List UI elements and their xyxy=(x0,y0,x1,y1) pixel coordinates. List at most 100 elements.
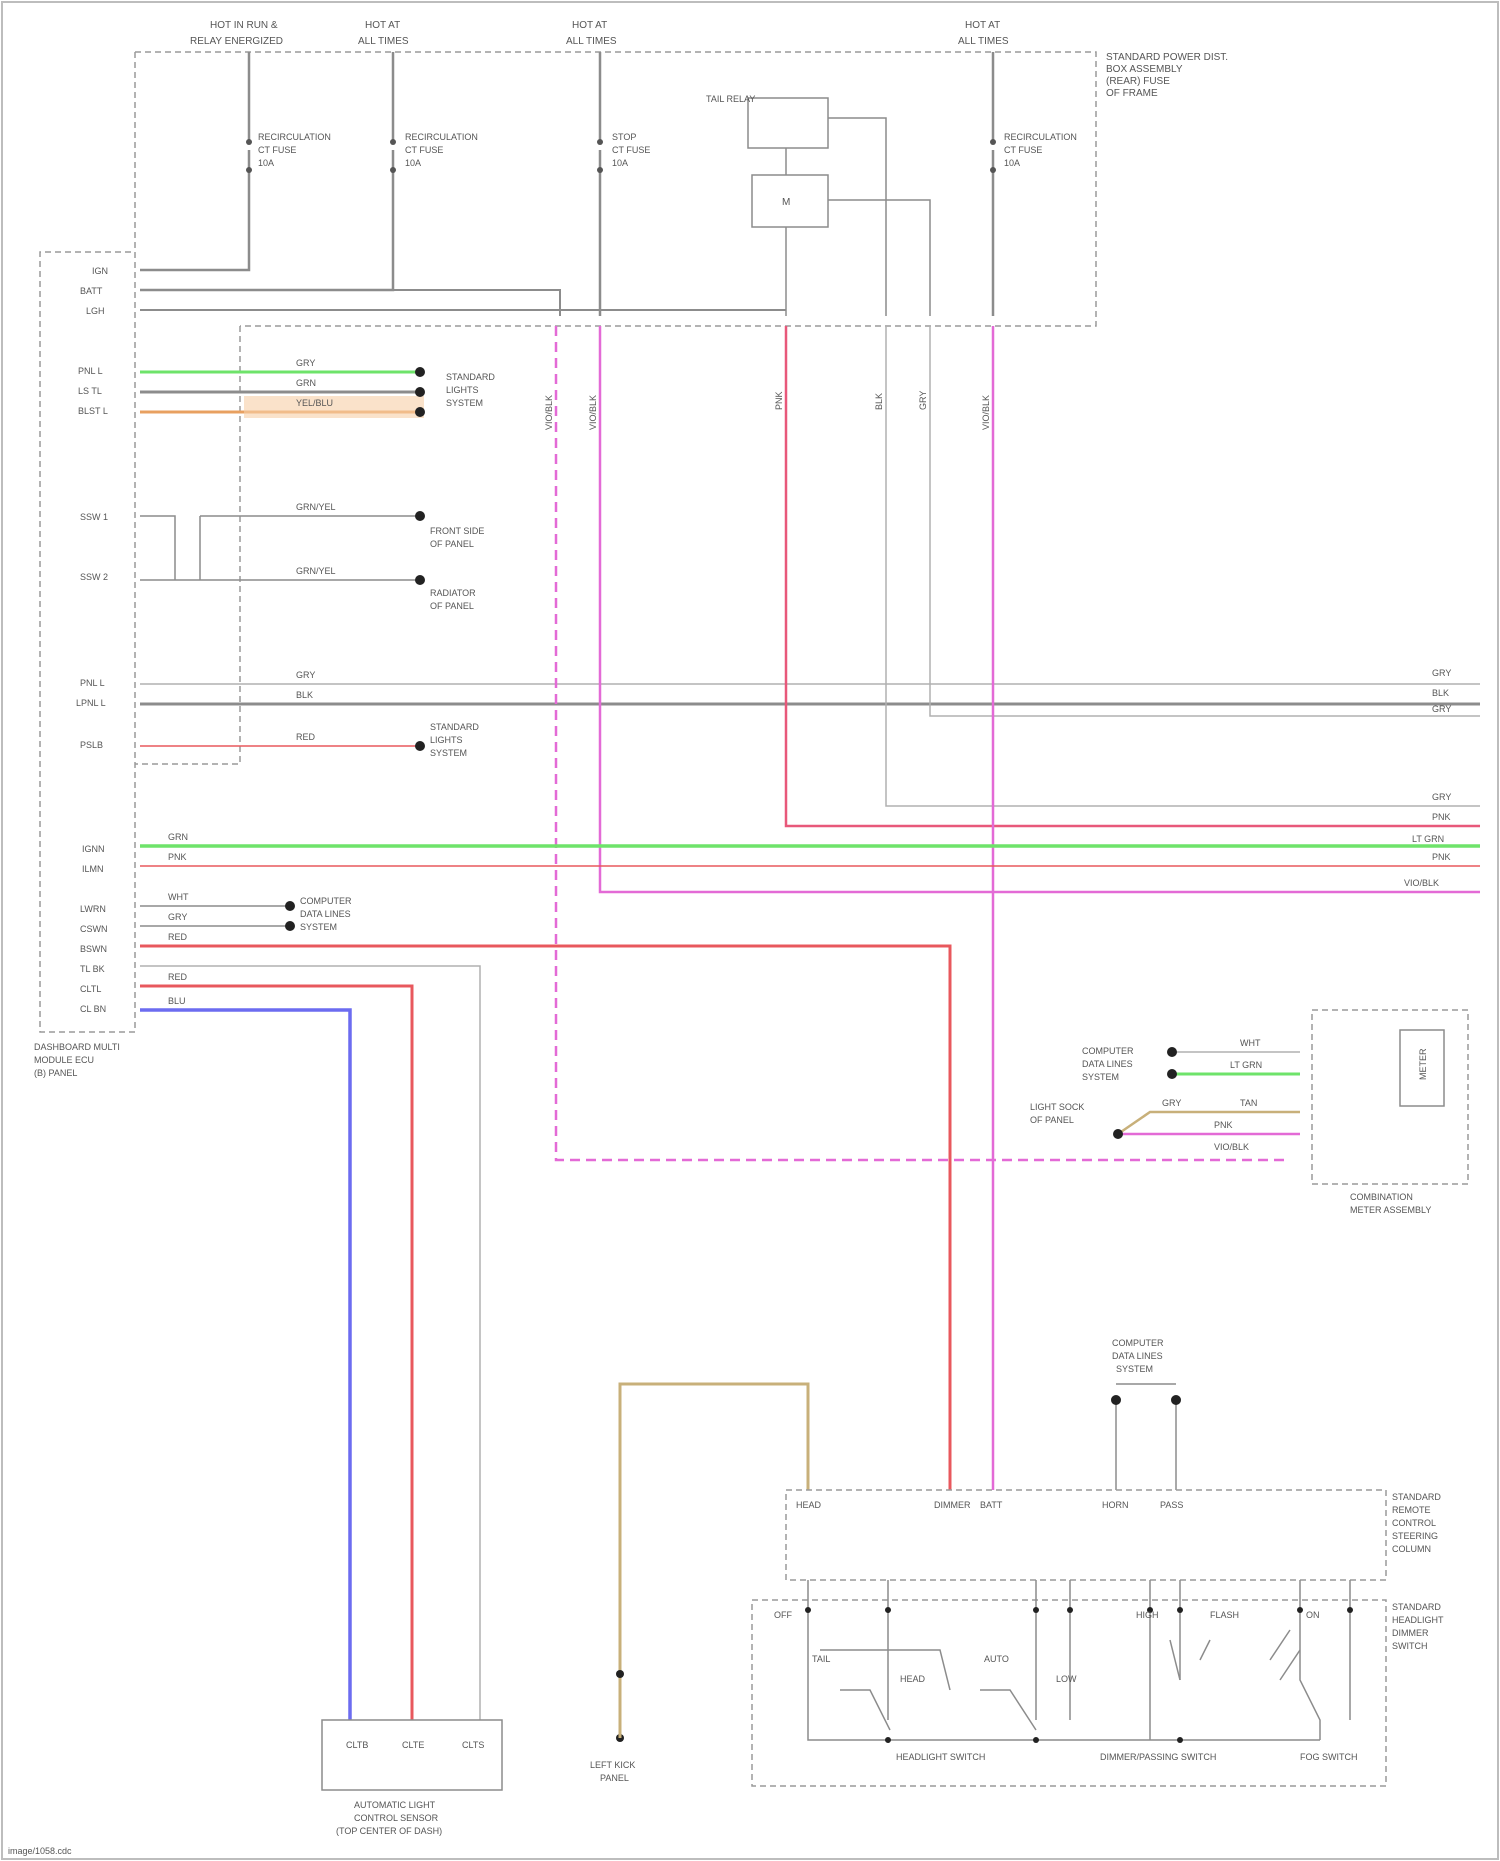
svg-text:ON: ON xyxy=(1306,1610,1320,1620)
long-bus-labels: GRN PNK WHT GRY RED RED BLU xyxy=(168,832,189,1006)
svg-text:OF PANEL: OF PANEL xyxy=(1030,1115,1074,1125)
svg-text:COMPUTER: COMPUTER xyxy=(1112,1338,1164,1348)
fuse-feeds xyxy=(140,52,993,316)
switch-contact-dots xyxy=(805,1607,1353,1743)
svg-text:BLST L: BLST L xyxy=(78,406,108,416)
box-vertical-wires xyxy=(556,326,1480,1490)
svg-text:CLTS: CLTS xyxy=(462,1740,484,1750)
svg-text:SWITCH: SWITCH xyxy=(1392,1641,1428,1651)
svg-text:LWRN: LWRN xyxy=(80,904,106,914)
harness-caption: STANDARD REMOTE CONTROL STEERING COLUMN xyxy=(1392,1492,1441,1554)
svg-text:HEAD: HEAD xyxy=(900,1674,926,1684)
svg-text:GRY: GRY xyxy=(1162,1098,1181,1108)
svg-text:TAN: TAN xyxy=(1240,1098,1257,1108)
svg-text:LT GRN: LT GRN xyxy=(1230,1060,1262,1070)
svg-text:PNK: PNK xyxy=(168,852,187,862)
svg-text:PNL L: PNL L xyxy=(80,678,105,688)
svg-text:LIGHTS: LIGHTS xyxy=(446,385,479,395)
data-line-target: COMPUTER DATA LINES SYSTEM xyxy=(300,896,352,932)
svg-text:10A: 10A xyxy=(612,158,628,168)
left-block-wires xyxy=(140,372,1480,746)
svg-text:BATT: BATT xyxy=(980,1500,1003,1510)
junction-box-outline xyxy=(135,52,1096,326)
svg-text:HOT IN RUN &: HOT IN RUN & xyxy=(210,20,278,31)
svg-text:GRN/YEL: GRN/YEL xyxy=(296,502,336,512)
svg-text:(REAR) FUSE: (REAR) FUSE xyxy=(1106,76,1170,87)
svg-text:IGNN: IGNN xyxy=(82,844,105,854)
svg-text:CLTE: CLTE xyxy=(402,1740,424,1750)
light-sensor-caption: AUTOMATIC LIGHT CONTROL SENSOR (TOP CENT… xyxy=(336,1800,442,1836)
tail-relay-inner: M xyxy=(782,197,790,208)
svg-text:(TOP CENTER OF DASH): (TOP CENTER OF DASH) xyxy=(336,1826,442,1836)
svg-text:GRY: GRY xyxy=(1432,792,1451,802)
svg-text:RECIRCULATION: RECIRCULATION xyxy=(258,132,331,142)
svg-text:PASS: PASS xyxy=(1160,1500,1183,1510)
svg-text:TAIL: TAIL xyxy=(812,1654,830,1664)
svg-text:SYSTEM: SYSTEM xyxy=(430,748,467,758)
tail-relay-label: TAIL RELAY xyxy=(706,94,755,104)
svg-text:BLK: BLK xyxy=(296,690,313,700)
svg-text:RED: RED xyxy=(168,972,188,982)
svg-text:STANDARD: STANDARD xyxy=(1392,1492,1441,1502)
ground-terminal-top xyxy=(616,1670,624,1678)
svg-text:FRONT SIDE: FRONT SIDE xyxy=(430,526,484,536)
svg-text:LT GRN: LT GRN xyxy=(1412,834,1444,844)
svg-text:WHT: WHT xyxy=(1240,1038,1261,1048)
svg-text:COMBINATION: COMBINATION xyxy=(1350,1192,1413,1202)
svg-text:STEERING: STEERING xyxy=(1392,1531,1438,1541)
svg-text:HOT AT: HOT AT xyxy=(965,20,1000,31)
harness-outline xyxy=(786,1490,1386,1580)
svg-text:HEADLIGHT SWITCH: HEADLIGHT SWITCH xyxy=(896,1752,985,1762)
svg-text:STOP: STOP xyxy=(612,132,636,142)
svg-text:STANDARD POWER DIST.: STANDARD POWER DIST. xyxy=(1106,52,1228,63)
svg-text:BLK: BLK xyxy=(1432,688,1449,698)
svg-text:GRY: GRY xyxy=(296,670,315,680)
switch-data-wires xyxy=(1116,1384,1176,1490)
data-line-terminals xyxy=(285,901,295,931)
svg-text:PNK: PNK xyxy=(1432,812,1451,822)
switch-caption: STANDARD HEADLIGHT DIMMER SWITCH xyxy=(1392,1602,1444,1651)
svg-text:GRY: GRY xyxy=(168,912,187,922)
svg-text:10A: 10A xyxy=(405,158,421,168)
top-grey-bus xyxy=(140,290,786,316)
svg-text:DATA LINES: DATA LINES xyxy=(1112,1351,1163,1361)
svg-text:PSLB: PSLB xyxy=(80,740,103,750)
svg-text:PNK: PNK xyxy=(774,391,784,410)
svg-text:CONTROL SENSOR: CONTROL SENSOR xyxy=(354,1813,439,1823)
svg-text:VIO/BLK: VIO/BLK xyxy=(1404,878,1439,888)
svg-text:LPNL L: LPNL L xyxy=(76,698,106,708)
svg-text:SYSTEM: SYSTEM xyxy=(1082,1072,1119,1082)
left-module-outline xyxy=(40,52,135,1032)
svg-text:DATA LINES: DATA LINES xyxy=(1082,1059,1133,1069)
svg-text:BSWN: BSWN xyxy=(80,944,107,954)
switch-outline xyxy=(752,1600,1386,1786)
svg-text:HORN: HORN xyxy=(1102,1500,1129,1510)
harness-pins: HEAD DIMMER BATT HORN PASS xyxy=(796,1500,1183,1510)
svg-text:GRN: GRN xyxy=(296,378,316,388)
fuse-3: HOT AT ALL TIMES STOP CT FUSE 10A xyxy=(566,20,650,168)
svg-text:SYSTEM: SYSTEM xyxy=(446,398,483,408)
svg-text:COLUMN: COLUMN xyxy=(1392,1544,1431,1554)
svg-text:LEFT KICK: LEFT KICK xyxy=(590,1760,635,1770)
svg-text:CT FUSE: CT FUSE xyxy=(258,145,296,155)
svg-text:CLTB: CLTB xyxy=(346,1740,368,1750)
svg-text:HOT AT: HOT AT xyxy=(572,20,607,31)
svg-text:OF FRAME: OF FRAME xyxy=(1106,88,1158,99)
svg-text:GRY: GRY xyxy=(918,391,928,410)
svg-text:DIMMER: DIMMER xyxy=(1392,1628,1429,1638)
svg-text:VIO/BLK: VIO/BLK xyxy=(588,395,598,430)
fuse-1: HOT IN RUN & RELAY ENERGIZED RECIRCULATI… xyxy=(190,20,331,168)
svg-text:REMOTE: REMOTE xyxy=(1392,1505,1431,1515)
svg-text:CT FUSE: CT FUSE xyxy=(1004,145,1042,155)
box-vertical-labels: VIO/BLK VIO/BLK PNK BLK GRY VIO/BLK xyxy=(544,391,991,430)
left-connector: IGN BATT LGH PNL L LS TL BLST L SSW 1 SS… xyxy=(34,266,120,1078)
switch-position-labels: OFF TAIL HEAD AUTO LOW HIGH FLASH ON xyxy=(774,1610,1320,1684)
svg-text:METER ASSEMBLY: METER ASSEMBLY xyxy=(1350,1205,1431,1215)
left-block-terminals xyxy=(415,367,425,751)
svg-text:LIGHTS: LIGHTS xyxy=(430,735,463,745)
svg-text:LIGHT SOCK: LIGHT SOCK xyxy=(1030,1102,1084,1112)
svg-text:CSWN: CSWN xyxy=(80,924,108,934)
svg-text:CLTL: CLTL xyxy=(80,984,101,994)
meter-inner-label: METER xyxy=(1418,1048,1428,1080)
